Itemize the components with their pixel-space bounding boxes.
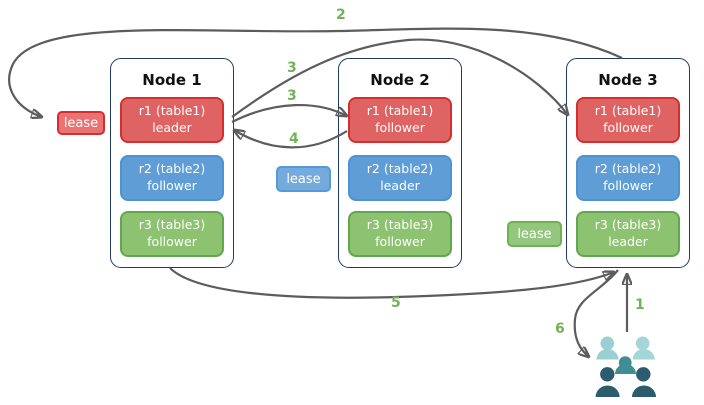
replica-role: follower (375, 234, 425, 249)
step-label-3b: 3 (287, 88, 297, 104)
replica-label: r3 (table3) (138, 217, 206, 233)
step-label-6: 6 (555, 321, 565, 337)
arrow-2-node3-to-lease (8, 27, 623, 117)
node-3-replica-r3: r3 (table3) leader (576, 211, 680, 257)
replica-role: leader (380, 178, 420, 193)
replica-label: r2 (table2) (366, 161, 434, 177)
node-1-replica-r3: r3 (table3) follower (120, 211, 224, 257)
node-2-replica-r3: r3 (table3) follower (348, 211, 452, 257)
node-1-replica-r1: r1 (table1) leader (120, 97, 224, 143)
node-2-box: Node 2 r1 (table1) follower r2 (table2) … (338, 58, 462, 268)
replica-label: r2 (table2) (594, 161, 662, 177)
node-1-box: Node 1 r1 (table1) leader r2 (table2) fo… (110, 58, 234, 268)
replica-role: leader (152, 120, 192, 135)
node-2-replica-r2: r2 (table2) leader (348, 155, 452, 201)
replica-label: r1 (table1) (138, 103, 206, 119)
replica-label: r2 (table2) (138, 161, 206, 177)
replica-role: follower (603, 178, 653, 193)
replica-label: r3 (table3) (366, 217, 434, 233)
replica-label: r1 (table1) (366, 103, 434, 119)
arrow-3-node1-to-node2 (231, 104, 347, 123)
step-label-2: 2 (336, 7, 346, 23)
lease-badge-green: lease (507, 221, 562, 247)
node-2-title: Node 2 (370, 71, 430, 89)
replica-label: r3 (table3) (594, 217, 662, 233)
users-group-icon (595, 336, 656, 397)
node-3-replica-r1: r1 (table1) follower (576, 97, 680, 143)
lease-badge-red: lease (57, 111, 105, 135)
step-label-1: 1 (635, 297, 645, 313)
replica-role: follower (375, 120, 425, 135)
lease-badge-blue: lease (276, 166, 331, 192)
step-label-5: 5 (391, 295, 401, 311)
step-label-3a: 3 (287, 60, 297, 76)
node-1-replica-r2: r2 (table2) follower (120, 155, 224, 201)
replica-role: follower (603, 120, 653, 135)
step-label-4: 4 (289, 131, 299, 147)
node-3-replica-r2: r2 (table2) follower (576, 155, 680, 201)
replica-label: r1 (table1) (594, 103, 662, 119)
replica-role: leader (608, 234, 648, 249)
node-2-replica-r1: r1 (table1) follower (348, 97, 452, 143)
node-1-title: Node 1 (142, 71, 202, 89)
node-3-box: Node 3 r1 (table1) follower r2 (table2) … (566, 58, 690, 268)
replica-role: follower (147, 178, 197, 193)
node-3-title: Node 3 (598, 71, 658, 89)
replica-role: follower (147, 234, 197, 249)
arrow-5-node1-to-node3 (169, 267, 614, 299)
